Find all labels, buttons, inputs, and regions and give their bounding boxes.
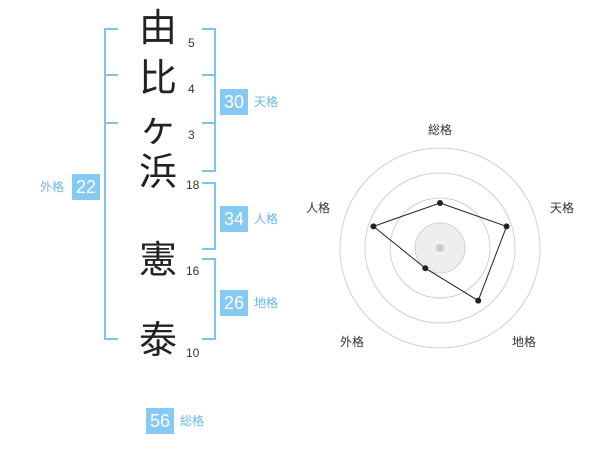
radar-point: [422, 265, 429, 272]
gaikaku-tick-2: [104, 122, 118, 124]
stroke-count-3: 3: [188, 128, 195, 142]
name-char-3: ヶ: [138, 106, 177, 150]
tenkaku-bracket: [202, 28, 216, 172]
chikaku-bracket: [202, 258, 216, 340]
radar-polygon: [372, 202, 508, 302]
name-char-5: 憲: [138, 238, 177, 282]
radar-axis-label-tenkaku: 天格: [550, 200, 574, 215]
radar-ring: [389, 197, 491, 299]
radar-axis-label-soukaku: 総格: [428, 122, 452, 137]
stroke-count-2: 4: [188, 82, 195, 96]
radar-point: [475, 297, 482, 304]
tenkaku-tick-1: [202, 74, 216, 76]
tenkaku-label: 天格: [254, 95, 279, 109]
radar-ring: [339, 147, 541, 349]
jinkaku-label: 人格: [254, 212, 279, 226]
gaikaku-tick: [104, 74, 118, 76]
chikaku-label: 地格: [254, 296, 279, 310]
radar-axis-label-jinkaku: 人格: [306, 200, 330, 215]
soukaku-value: 56: [146, 408, 174, 434]
stroke-count-5: 16: [186, 264, 200, 278]
jinkaku-value: 34: [220, 206, 248, 232]
gaikaku-bracket: [104, 28, 118, 340]
jinkaku-bracket: [202, 182, 216, 250]
name-char-2: 比: [138, 56, 177, 100]
radar-axis-label-gaikaku: 外格: [340, 334, 364, 349]
radar-point: [437, 200, 443, 206]
name-char-6: 泰: [138, 318, 177, 362]
tenkaku-value: 30: [220, 89, 248, 115]
radar-ring: [364, 172, 516, 324]
tenkaku-tick-2: [202, 122, 216, 124]
name-char-1: 由: [138, 6, 177, 50]
gaikaku-label: 外格: [40, 180, 65, 194]
radar-point: [370, 223, 377, 230]
stroke-count-1: 5: [188, 36, 195, 50]
radar-axis-label-chikaku: 地格: [512, 334, 536, 349]
stroke-count-6: 10: [186, 346, 200, 360]
gaikaku-value: 22: [72, 174, 100, 200]
chikaku-value: 26: [220, 290, 248, 316]
radar-ring: [414, 222, 466, 274]
stroke-count-4: 18: [186, 178, 200, 192]
radar-center: [436, 244, 444, 252]
soukaku-label: 総格: [180, 414, 205, 428]
radar-point: [503, 223, 510, 230]
name-char-4: 浜: [138, 150, 177, 194]
